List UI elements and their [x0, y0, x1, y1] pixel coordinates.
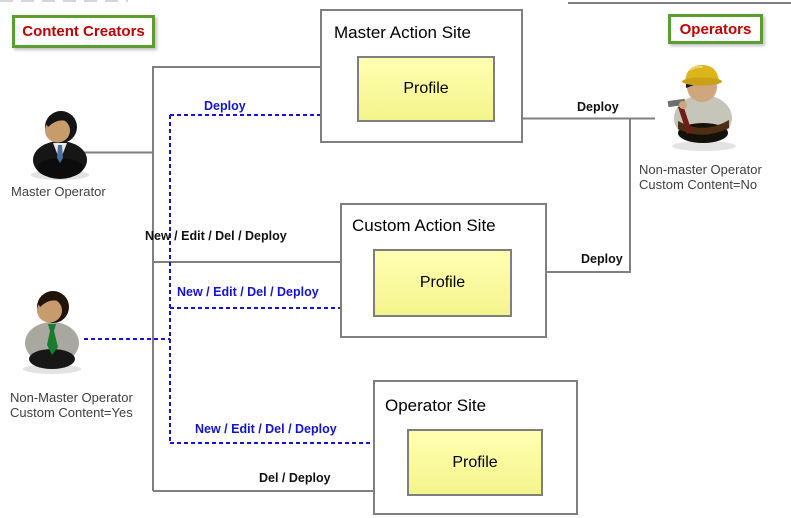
non-master-operator-label-line1: Non-master Operator	[639, 162, 762, 177]
master-profile-box: Profile	[357, 56, 495, 122]
operator-profile-box: Profile	[407, 429, 543, 496]
edge-left-bus-vertical-line	[152, 66, 347, 491]
top-border-line	[568, 2, 791, 4]
deploy-operator-custom-label: Deploy	[581, 252, 623, 266]
new-edit-del-deploy-solid-label: New / Edit / Del / Deploy	[145, 229, 287, 243]
master-operator-label: Master Operator	[11, 184, 106, 199]
edge-worker-to-custom-line	[523, 118, 631, 273]
cropped-text-remnant	[0, 0, 128, 2]
non-master-creator-person-icon	[23, 291, 81, 374]
del-deploy-label: Del / Deploy	[259, 471, 331, 485]
non-master-creator-label: Non-Master Operator Custom Content=Yes	[10, 390, 133, 420]
blue-tie	[57, 145, 63, 163]
content-creators-badge: Content Creators	[12, 15, 155, 48]
worker-person-icon	[667, 65, 736, 151]
master-action-site-box: Master Action Site Profile	[320, 9, 523, 143]
operator-site-box: Operator Site Profile	[373, 380, 578, 515]
hammer-handle	[678, 105, 692, 134]
custom-action-site-title: Custom Action Site	[352, 216, 496, 235]
operator-site-title: Operator Site	[385, 396, 487, 415]
deploy-operator-master-label: Deploy	[577, 100, 619, 114]
green-tie-blade	[47, 331, 58, 355]
master-operator-person-icon	[31, 111, 89, 180]
operator-profile-label: Profile	[452, 453, 498, 471]
hard-hat-brim	[682, 77, 722, 86]
non-master-operator-label: Non-master Operator Custom Content=No	[639, 162, 762, 192]
custom-profile-label: Profile	[419, 274, 466, 291]
non-master-creator-label-line2: Custom Content=Yes	[10, 404, 133, 420]
non-master-creator-label-line1: Non-Master Operator	[10, 390, 133, 405]
custom-action-site-box: Custom Action Site Profile	[340, 203, 547, 338]
master-profile-label: Profile	[403, 80, 449, 97]
new-edit-del-deploy-dashed-custom-label: New / Edit / Del / Deploy	[177, 285, 319, 299]
non-master-operator-label-line2: Custom Content=No	[639, 176, 758, 192]
new-edit-del-deploy-dashed-operator-label: New / Edit / Del / Deploy	[195, 422, 337, 436]
custom-profile-box: Profile	[373, 249, 512, 317]
master-action-site-title: Master Action Site	[334, 23, 472, 42]
green-tie	[48, 324, 56, 331]
operators-badge: Operators	[668, 14, 763, 44]
deploy-dashed-label: Deploy	[204, 99, 246, 113]
